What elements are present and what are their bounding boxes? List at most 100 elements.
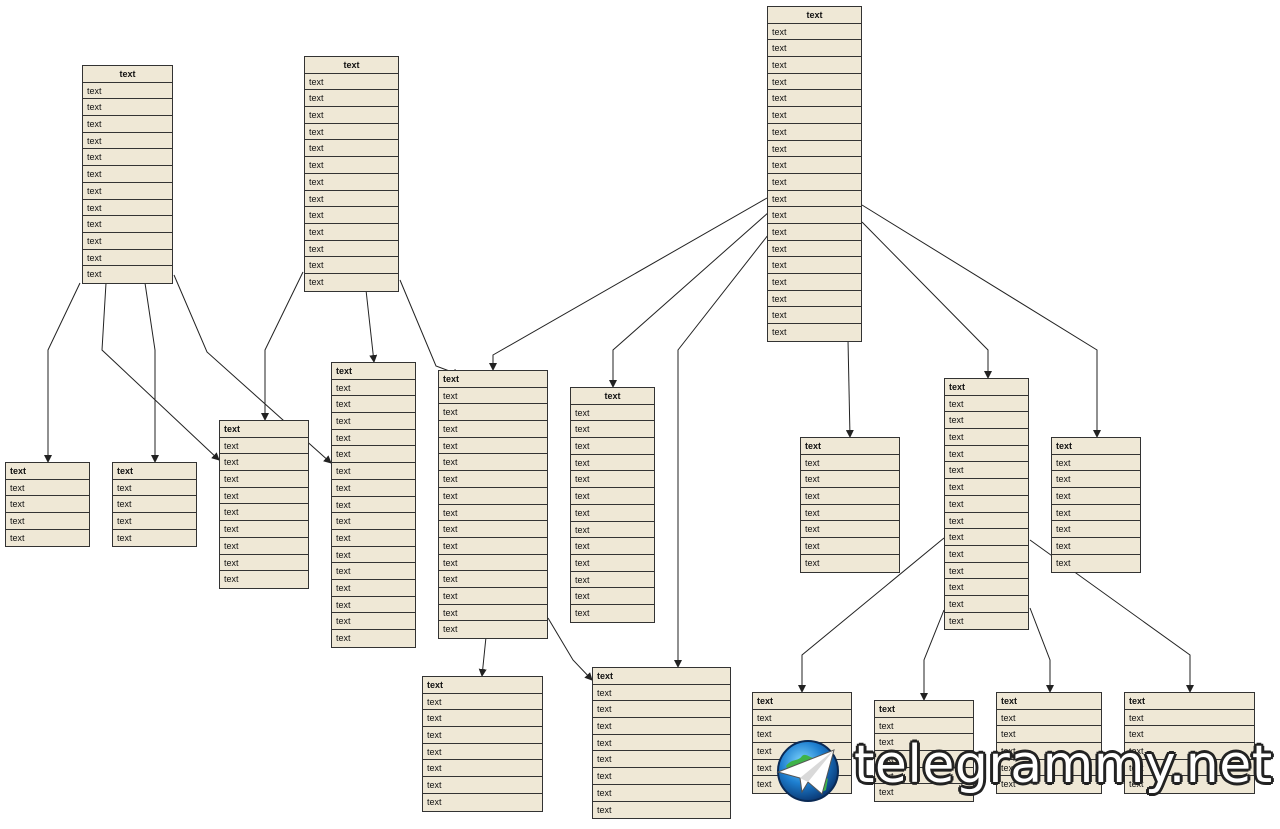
- table-row: text: [593, 735, 730, 752]
- table-row: text: [305, 191, 398, 208]
- table-row: text: [1125, 710, 1254, 727]
- table-row: text: [443, 624, 458, 635]
- table-row: text: [945, 462, 1028, 480]
- relationship-arrow: [101, 282, 220, 461]
- table-row: text: [332, 463, 415, 480]
- table-row: text: [332, 396, 415, 414]
- table-row: text: [768, 274, 861, 291]
- table-row: text: [10, 532, 25, 543]
- table-header: text: [439, 371, 547, 388]
- table-row: text: [220, 488, 308, 505]
- table-header: text: [768, 7, 861, 24]
- table-row: text: [571, 488, 654, 505]
- table-row: text: [87, 269, 102, 280]
- table-row: text: [83, 133, 172, 150]
- table-row: text: [423, 777, 542, 794]
- table-row: text: [220, 454, 308, 472]
- table-row: text: [83, 183, 172, 200]
- table-row: text: [332, 480, 415, 497]
- table-row: text: [6, 496, 89, 514]
- table-row: text: [593, 685, 730, 702]
- table-row: text: [332, 547, 415, 564]
- table-header: text: [875, 701, 973, 718]
- table-header: text: [332, 363, 415, 380]
- table-row: text: [875, 718, 973, 735]
- relationship-arrow: [489, 197, 768, 371]
- table-row: text: [220, 438, 308, 455]
- table-row: text: [113, 496, 196, 514]
- table-row: text: [423, 710, 542, 728]
- table-row: text: [6, 513, 89, 530]
- table-row: text: [439, 505, 547, 522]
- table-row: text: [571, 438, 654, 455]
- table-row: text: [772, 327, 787, 338]
- table-row: text: [768, 24, 861, 41]
- table-row: text: [336, 633, 351, 643]
- table-row: text: [305, 157, 398, 174]
- table-header: text: [801, 438, 899, 455]
- table-row: text: [768, 107, 861, 124]
- table-row: text: [332, 613, 415, 630]
- table-row: text: [439, 471, 547, 488]
- table-header: text: [571, 388, 654, 405]
- table-row: text: [768, 207, 861, 224]
- table-row: text: [332, 413, 415, 430]
- table-row: text: [945, 496, 1028, 513]
- table-header: text: [997, 693, 1101, 710]
- table-row: text: [220, 538, 308, 555]
- table-row: text: [768, 90, 861, 108]
- table-row: text: [439, 488, 547, 505]
- table-row: text: [997, 743, 1101, 760]
- table-row: text: [768, 74, 861, 91]
- relationship-arrow: [845, 339, 854, 438]
- table-row: text: [83, 216, 172, 233]
- table-row: text: [305, 124, 398, 141]
- table-row: text: [768, 40, 861, 58]
- table-row: text: [945, 529, 1028, 546]
- table-row: text: [997, 760, 1101, 777]
- table-row: text: [571, 522, 654, 539]
- table-row: text: [439, 388, 547, 405]
- table-header: text: [220, 421, 308, 438]
- table-row: text: [593, 701, 730, 719]
- table-header: text: [305, 57, 398, 74]
- table-row: text: [113, 480, 196, 497]
- table-row: text: [1056, 557, 1071, 568]
- table-row: text: [305, 257, 398, 274]
- table-row: text: [1052, 471, 1140, 489]
- table-row: text: [768, 174, 861, 191]
- table-row: text: [220, 521, 308, 538]
- relationship-arrow: [609, 211, 770, 388]
- table-row: text: [768, 307, 861, 325]
- relationship-arrow: [1029, 607, 1054, 693]
- table-row: text: [768, 191, 861, 208]
- table-row: text: [332, 380, 415, 397]
- table-row: text: [305, 140, 398, 158]
- table-row: text: [439, 571, 547, 588]
- table-row: text: [427, 796, 442, 807]
- relationship-arrow: [365, 289, 378, 363]
- table-row: text: [571, 505, 654, 522]
- table-row: text: [757, 779, 772, 790]
- table-row: text: [875, 734, 973, 752]
- relationship-arrow: [399, 279, 461, 377]
- table-row: text: [332, 580, 415, 597]
- table-row: text: [83, 166, 172, 183]
- table-row: text: [945, 579, 1028, 596]
